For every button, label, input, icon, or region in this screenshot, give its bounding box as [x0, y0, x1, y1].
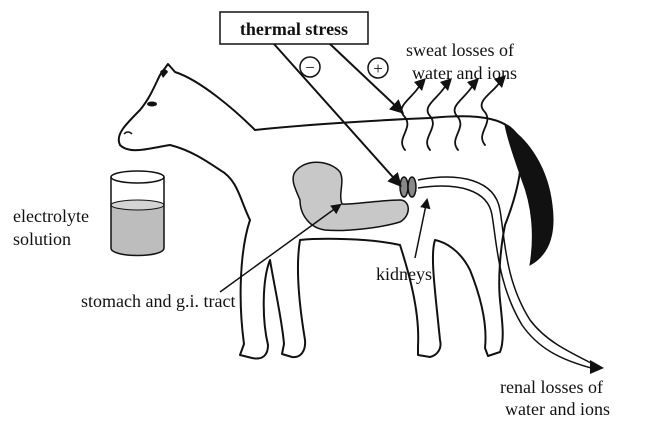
beaker-liquid: [111, 205, 164, 256]
sweat-label-line2: water and ions: [412, 63, 517, 83]
horse-eye: [147, 102, 157, 107]
kidney-right: [408, 177, 416, 197]
plus-sign-circle: +: [368, 58, 388, 78]
renal-label-line1: renal losses of: [500, 377, 603, 397]
thermal-stress-title: thermal stress: [240, 19, 348, 39]
electrolyte-label-line1: electrolyte: [13, 206, 89, 226]
minus-sign-circle: −: [300, 57, 320, 77]
minus-sign: −: [305, 58, 315, 77]
renal-arrowhead: [590, 360, 604, 374]
electrolyte-beaker: [111, 171, 164, 256]
plus-sign: +: [373, 59, 383, 78]
electrolyte-label-line2: solution: [13, 229, 71, 249]
kidneys-label: kidneys: [376, 264, 432, 284]
thermal-to-sweat-line: [330, 44, 402, 112]
beaker-liquid-surface: [111, 200, 164, 210]
beaker-rim: [111, 171, 164, 183]
kidney-left: [400, 177, 408, 197]
stomach-label: stomach and g.i. tract: [81, 291, 235, 311]
sweat-label-line1: sweat losses of: [406, 40, 514, 60]
renal-label-line2: water and ions: [505, 399, 610, 419]
